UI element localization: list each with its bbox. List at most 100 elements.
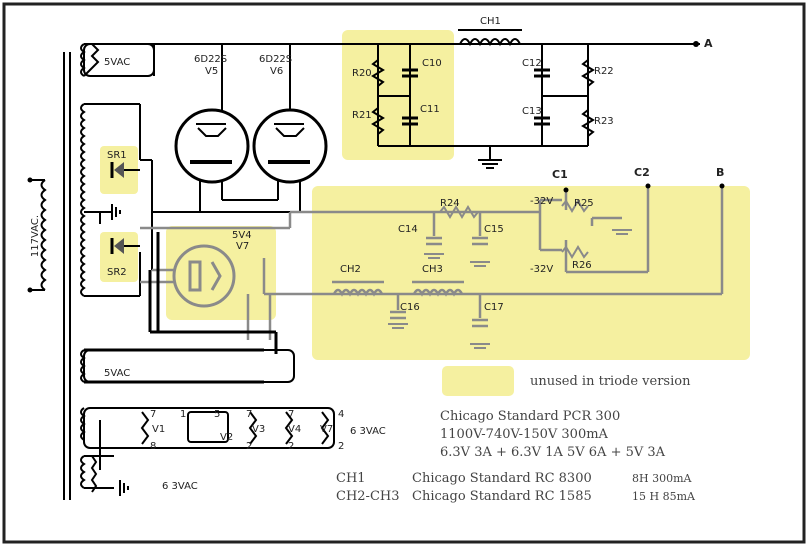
pin-2-c: 2 xyxy=(338,441,344,452)
hv-filter xyxy=(371,29,595,160)
r20-label: R20 xyxy=(352,68,372,79)
label-63vac-right: 6 3VAC xyxy=(350,426,386,437)
v6-name: V6 xyxy=(270,66,283,77)
sr2-diode-icon xyxy=(110,238,140,254)
r25-label: R25 xyxy=(574,198,594,209)
terminal-b xyxy=(719,183,725,189)
legend-text: unused in triode version xyxy=(530,374,691,389)
tube-v7-icon xyxy=(172,244,236,308)
c15-label: C15 xyxy=(484,224,504,235)
output-b-label: B xyxy=(716,166,724,179)
r23-symbol xyxy=(581,109,595,137)
pin-7-a: 7 xyxy=(150,409,156,420)
sr1-label: SR1 xyxy=(107,150,127,161)
heater-v7-symbol xyxy=(320,411,330,445)
primary-terminal-bottom xyxy=(27,287,33,293)
r25-symbol xyxy=(561,199,589,213)
c12-label: C12 xyxy=(522,58,542,69)
choke-row2-name: CH2-CH3 xyxy=(336,489,400,504)
r20-symbol xyxy=(371,59,385,87)
ground-ct-icon xyxy=(111,204,121,220)
legend-swatch xyxy=(442,366,514,396)
v7-name: V7 xyxy=(236,241,249,252)
v6-type: 6D22S xyxy=(259,54,292,65)
heater-v4-symbol xyxy=(284,411,294,445)
r24-symbol xyxy=(439,205,479,219)
r21-symbol xyxy=(371,107,385,135)
ch1-label: CH1 xyxy=(480,16,501,27)
choke-row1-name: CH1 xyxy=(336,471,366,486)
v7-type: 5V4 xyxy=(232,230,252,241)
r22-label: R22 xyxy=(594,66,614,77)
terminal-c2 xyxy=(645,183,651,189)
label-5vac-top: 5VAC xyxy=(104,57,130,68)
neg32-bottom-label: -32V xyxy=(530,264,553,275)
tube-filament-wiring xyxy=(152,186,301,213)
r26-label: R26 xyxy=(572,260,592,271)
r26-symbol xyxy=(561,245,589,259)
pin-2-a: 2 xyxy=(246,441,252,452)
heater-ground-icon xyxy=(119,480,129,496)
choke-row1-desc: Chicago Standard RC 8300 xyxy=(412,471,592,486)
pin-7-b: 7 xyxy=(246,409,252,420)
pin-7-c: 7 xyxy=(288,409,294,420)
ch2-label: CH2 xyxy=(340,264,361,275)
heater-chain xyxy=(83,407,335,493)
tube-v5-icon xyxy=(174,108,250,186)
highlight-v7 xyxy=(166,226,276,320)
tube-v6-icon xyxy=(252,108,328,186)
spec-line-2: 1100V-740V-150V 300mA xyxy=(440,427,609,442)
bias-capacitors xyxy=(390,236,488,328)
highlight-bias-supply xyxy=(312,186,750,360)
spec-line-1: Chicago Standard PCR 300 xyxy=(440,409,620,424)
pin-2-b: 2 xyxy=(288,441,294,452)
transformer xyxy=(30,43,86,500)
c17-label: C17 xyxy=(484,302,504,313)
choke-row1-rating: 8H 300mA xyxy=(632,472,693,485)
v5-type: 6D22S xyxy=(194,54,227,65)
heater-v2-symbol xyxy=(187,411,229,443)
sr1-diode-icon xyxy=(110,162,140,178)
output-c1-label: C1 xyxy=(552,168,568,181)
heater-v3-symbol xyxy=(248,411,258,445)
pin-5-a: 5 xyxy=(214,409,220,420)
r24-label: R24 xyxy=(440,198,460,209)
sr2-label: SR2 xyxy=(107,267,127,278)
pin-4-a: 4 xyxy=(338,409,344,420)
hv-capacitors xyxy=(402,68,550,126)
output-c2-label: C2 xyxy=(634,166,650,179)
hv-wiring xyxy=(84,43,700,297)
highlight-sr2 xyxy=(100,232,138,282)
winding-5vac-bottom xyxy=(83,349,295,383)
bias-resistors xyxy=(439,199,589,259)
ch1-symbol xyxy=(459,38,521,47)
choke-row2-desc: Chicago Standard RC 1585 xyxy=(412,489,592,504)
v5-name: V5 xyxy=(205,66,218,77)
output-a-label: A xyxy=(704,37,713,50)
bias-ground-icons xyxy=(388,229,632,349)
pin-1-a: 1 xyxy=(180,409,186,420)
heater-v1-symbol xyxy=(140,411,150,445)
c16-label: C16 xyxy=(400,302,420,313)
choke-row2-rating: 15 H 85mA xyxy=(632,490,696,503)
chassis-ground-icon xyxy=(478,159,502,169)
label-63vac-left: 6 3VAC xyxy=(162,481,198,492)
r21-label: R21 xyxy=(352,110,372,121)
c13-label: C13 xyxy=(522,106,542,117)
neg32-top-label: -32V xyxy=(530,196,553,207)
r22-symbol xyxy=(581,59,595,87)
primary-terminal-top xyxy=(27,177,33,183)
pin-8-a: 8 xyxy=(150,441,156,452)
c10-label: C10 xyxy=(422,58,442,69)
ch3-label: CH3 xyxy=(422,264,443,275)
terminal-c1 xyxy=(563,187,569,193)
c11-label: C11 xyxy=(420,104,440,115)
ch2-ch3-chokes xyxy=(332,280,464,297)
heater-v1-label: V1 xyxy=(152,424,165,435)
primary-label: 117VAC. xyxy=(30,215,41,257)
heater-v4-label: V4 xyxy=(288,424,301,435)
terminal-a xyxy=(693,41,699,47)
r23-label: R23 xyxy=(594,116,614,127)
spec-line-3: 6.3V 3A + 6.3V 1A 5V 6A + 5V 3A xyxy=(440,445,666,460)
